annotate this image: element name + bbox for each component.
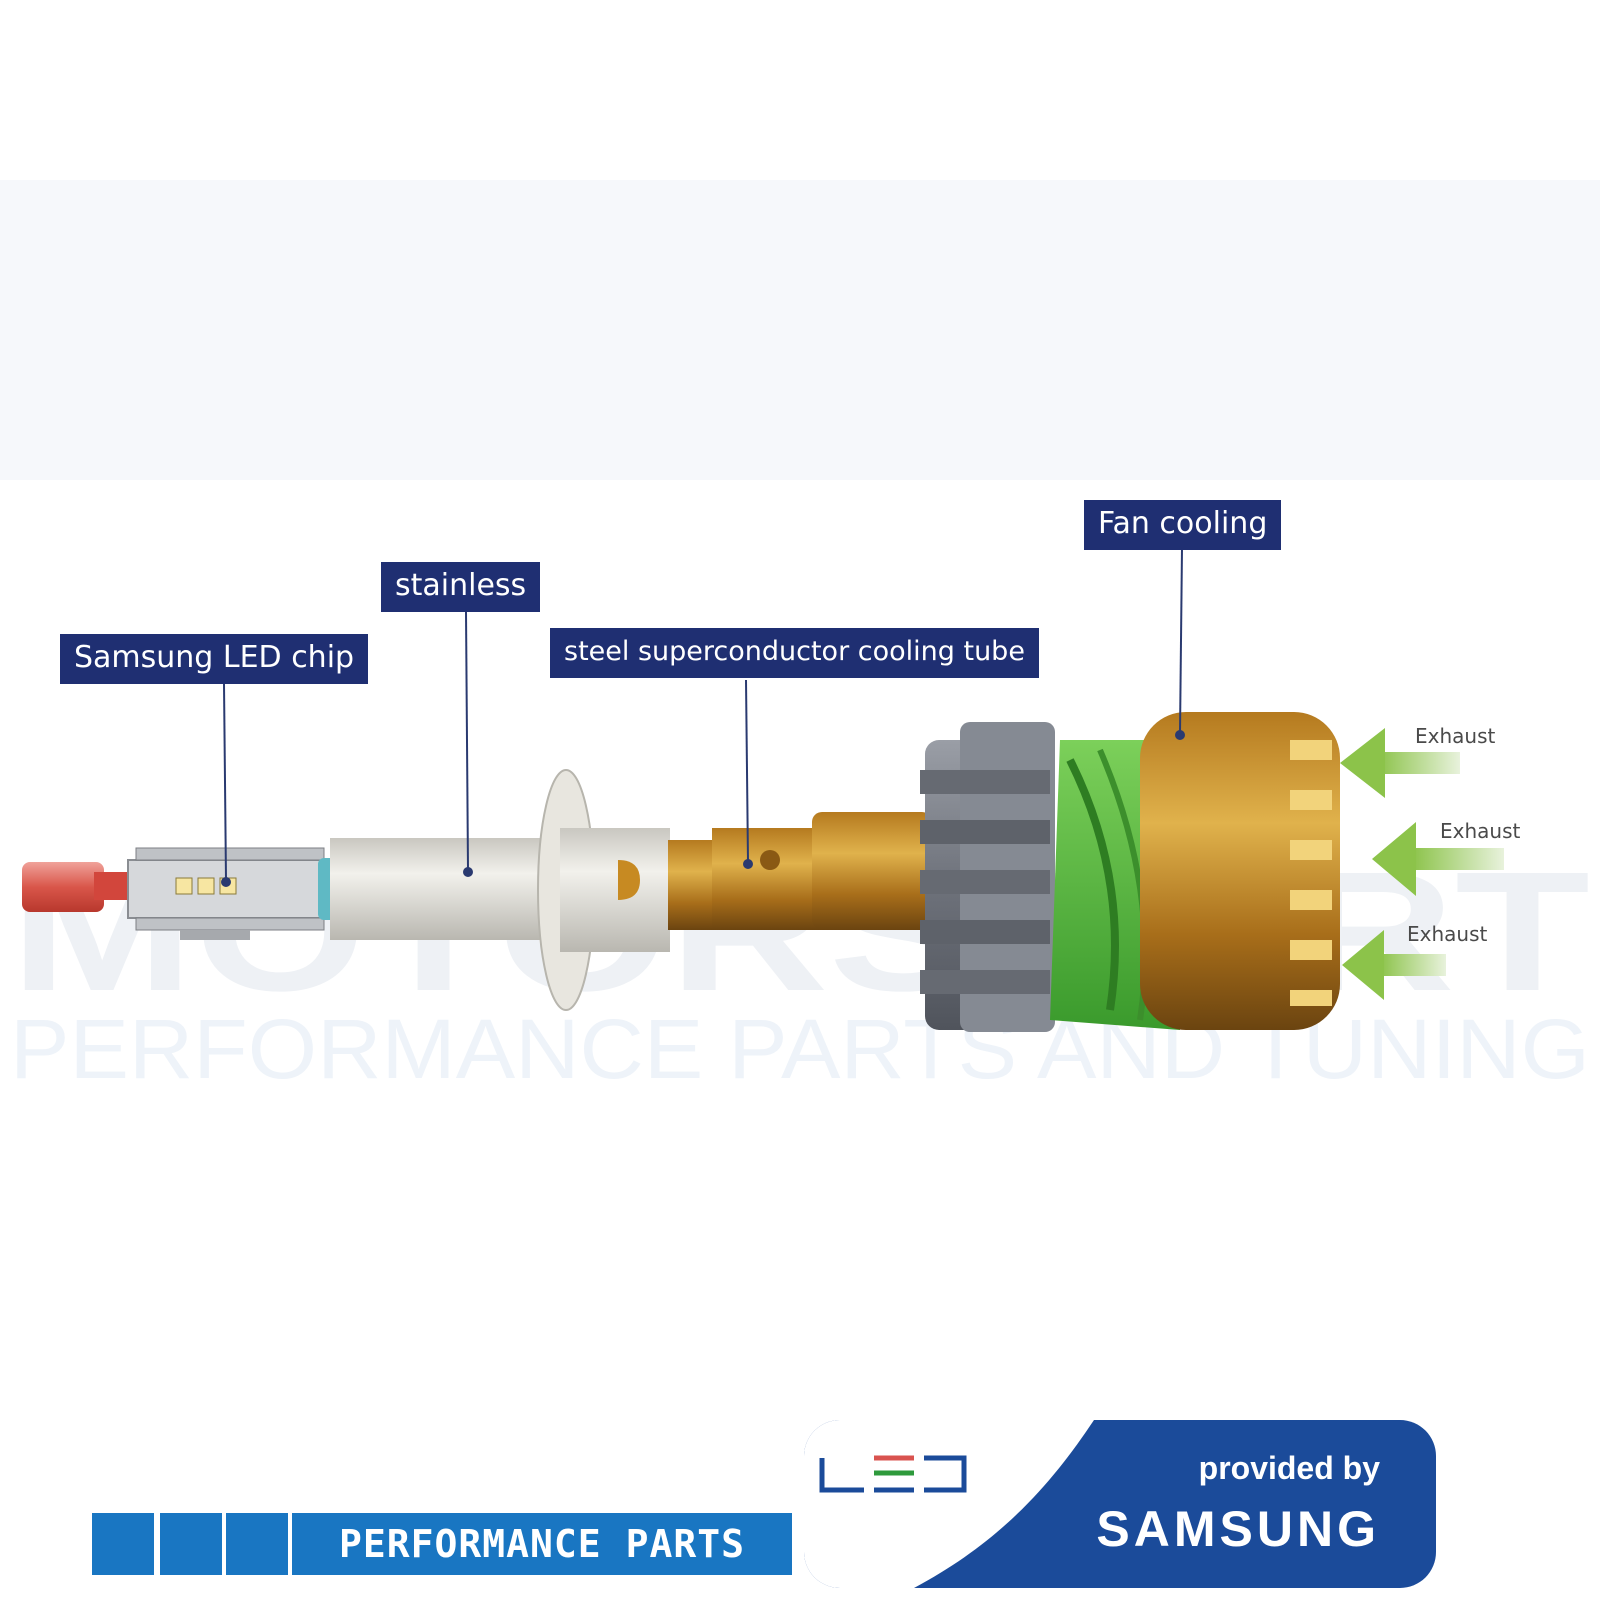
logo-square-2	[160, 1513, 222, 1575]
red-tip	[22, 862, 134, 912]
exhaust-arrow-2	[1372, 822, 1504, 896]
samsung-logo-text: SAMSUNG	[1096, 1501, 1380, 1557]
leader-dot-led	[221, 877, 231, 887]
callout-fan-cooling: Fan cooling	[1084, 500, 1282, 550]
samsung-led-badge: provided by SAMSUNG	[804, 1420, 1436, 1588]
led-chip-board	[127, 847, 336, 940]
leader-dot-cooling-tube	[743, 859, 753, 869]
exhaust-label-1: Exhaust	[1415, 724, 1496, 748]
exhaust-label-2: Exhaust	[1440, 819, 1521, 843]
logo-square-1	[92, 1513, 154, 1575]
callout-cooling-tube: steel superconductor cooling tube	[550, 628, 1039, 678]
watermark-line2: PERFORMANCE PARTS AND TUNING	[10, 1002, 1590, 1096]
exhaust-arrow-3	[1342, 930, 1446, 1000]
leader-dot-fan	[1175, 730, 1185, 740]
leader-samsung-led-chip	[223, 683, 227, 881]
leader-dot-stainless	[463, 867, 473, 877]
led-chip-1	[175, 877, 193, 895]
exhaust-arrow-1	[1340, 728, 1460, 798]
logo-square-3	[226, 1513, 288, 1575]
heatsink	[920, 722, 1055, 1032]
callout-stainless: stainless	[381, 562, 541, 612]
leader-fan-cooling	[1179, 547, 1183, 734]
led-chip-2	[197, 877, 215, 895]
badge-white-panel	[804, 1420, 1094, 1588]
leader-stainless	[465, 611, 469, 871]
callout-samsung-led-chip: Samsung LED chip	[60, 634, 369, 684]
fan-housing	[1140, 712, 1340, 1030]
leader-cooling-tube	[745, 679, 749, 863]
exhaust-label-3: Exhaust	[1407, 922, 1488, 946]
cooling-tube	[668, 812, 932, 930]
performance-parts-text: PERFORMANCE PARTS	[292, 1513, 792, 1575]
led-logo-icon	[819, 1455, 967, 1493]
stainless-body	[330, 769, 670, 1011]
watermark-band	[0, 180, 1600, 480]
provided-by-text: provided by	[1198, 1450, 1380, 1486]
